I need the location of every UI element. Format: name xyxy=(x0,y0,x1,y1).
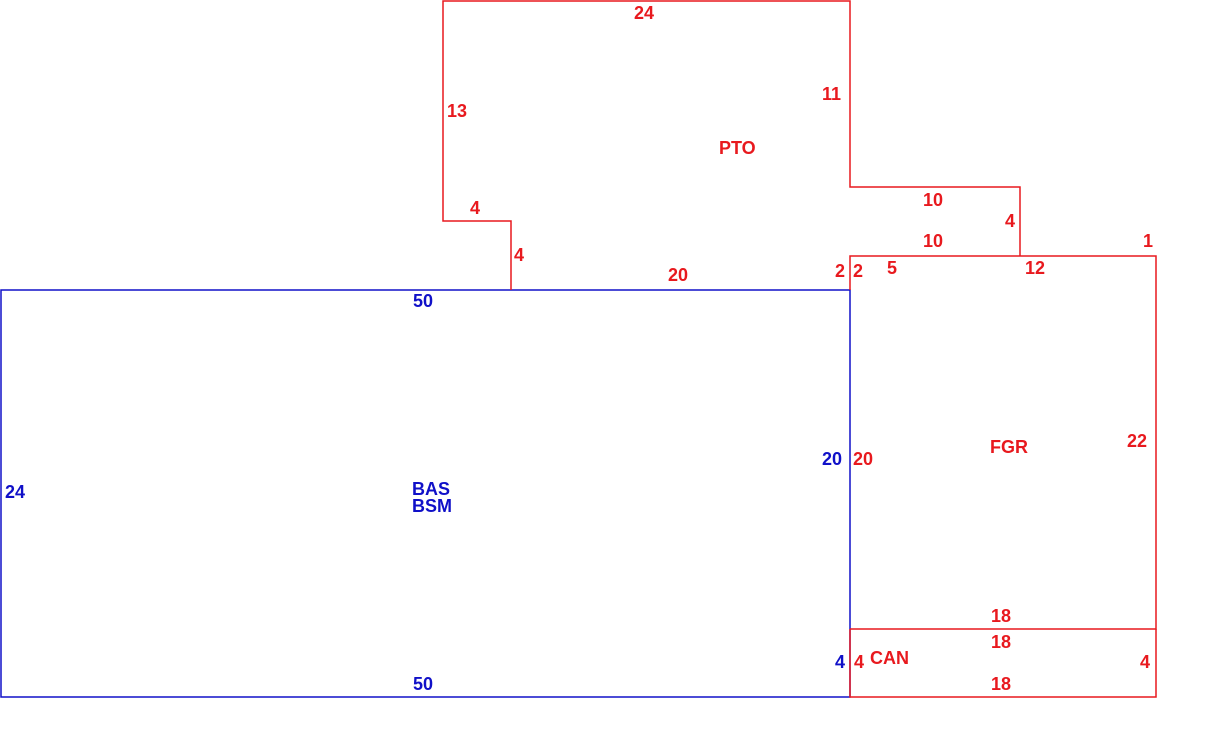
fgr-area-label: FGR xyxy=(990,437,1028,457)
fgr-right-dimension: 22 xyxy=(1127,431,1147,451)
pto-outline xyxy=(442,0,1021,290)
fgr-left-top-dimension: 2 xyxy=(835,261,845,281)
bas-area-label: BAS xyxy=(412,479,450,499)
bas-bottom-dimension: 50 xyxy=(413,674,433,694)
bas-top-dimension: 50 xyxy=(413,291,433,311)
pto-ledge-top-dimension: 10 xyxy=(923,190,943,210)
pto-bottom-dimension: 20 xyxy=(668,265,688,285)
pto-step-horizontal-dimension: 4 xyxy=(470,198,480,218)
bsm-area-label: BSM xyxy=(412,496,452,516)
bas-outline xyxy=(0,289,851,698)
fgr-left-top-inner-dimension: 2 xyxy=(853,261,863,281)
pto-top-dimension: 24 xyxy=(634,3,654,23)
can-left-dimension: 4 xyxy=(854,652,864,672)
can-top-dimension: 18 xyxy=(991,632,1011,652)
bas-right-low-dimension: 4 xyxy=(835,652,845,672)
pto-ledge-right-dimension: 4 xyxy=(1005,211,1015,231)
pto-area-label: PTO xyxy=(719,138,756,158)
fgr-top-mid-dimension: 10 xyxy=(923,231,943,251)
fgr-left-dimension: 20 xyxy=(853,449,873,469)
can-area-label: CAN xyxy=(870,648,909,668)
fgr-top-right-dimension: 12 xyxy=(1025,258,1045,278)
can-right-dimension: 4 xyxy=(1140,652,1150,672)
bas-left-dimension: 24 xyxy=(5,482,25,502)
fgr-top-left-dimension: 5 xyxy=(887,258,897,278)
pto-step-vertical-dimension: 4 xyxy=(514,245,524,265)
fgr-bottom-dimension: 18 xyxy=(991,606,1011,626)
fgr-outline xyxy=(849,255,1157,630)
pto-right-dimension: 11 xyxy=(822,84,841,104)
pto-left-dimension: 13 xyxy=(447,101,467,121)
can-outline xyxy=(849,629,1157,698)
can-bottom-dimension: 18 xyxy=(991,674,1011,694)
bas-right-dimension: 20 xyxy=(822,449,842,469)
fgr-top-right-corner-dimension: 1 xyxy=(1143,231,1153,251)
